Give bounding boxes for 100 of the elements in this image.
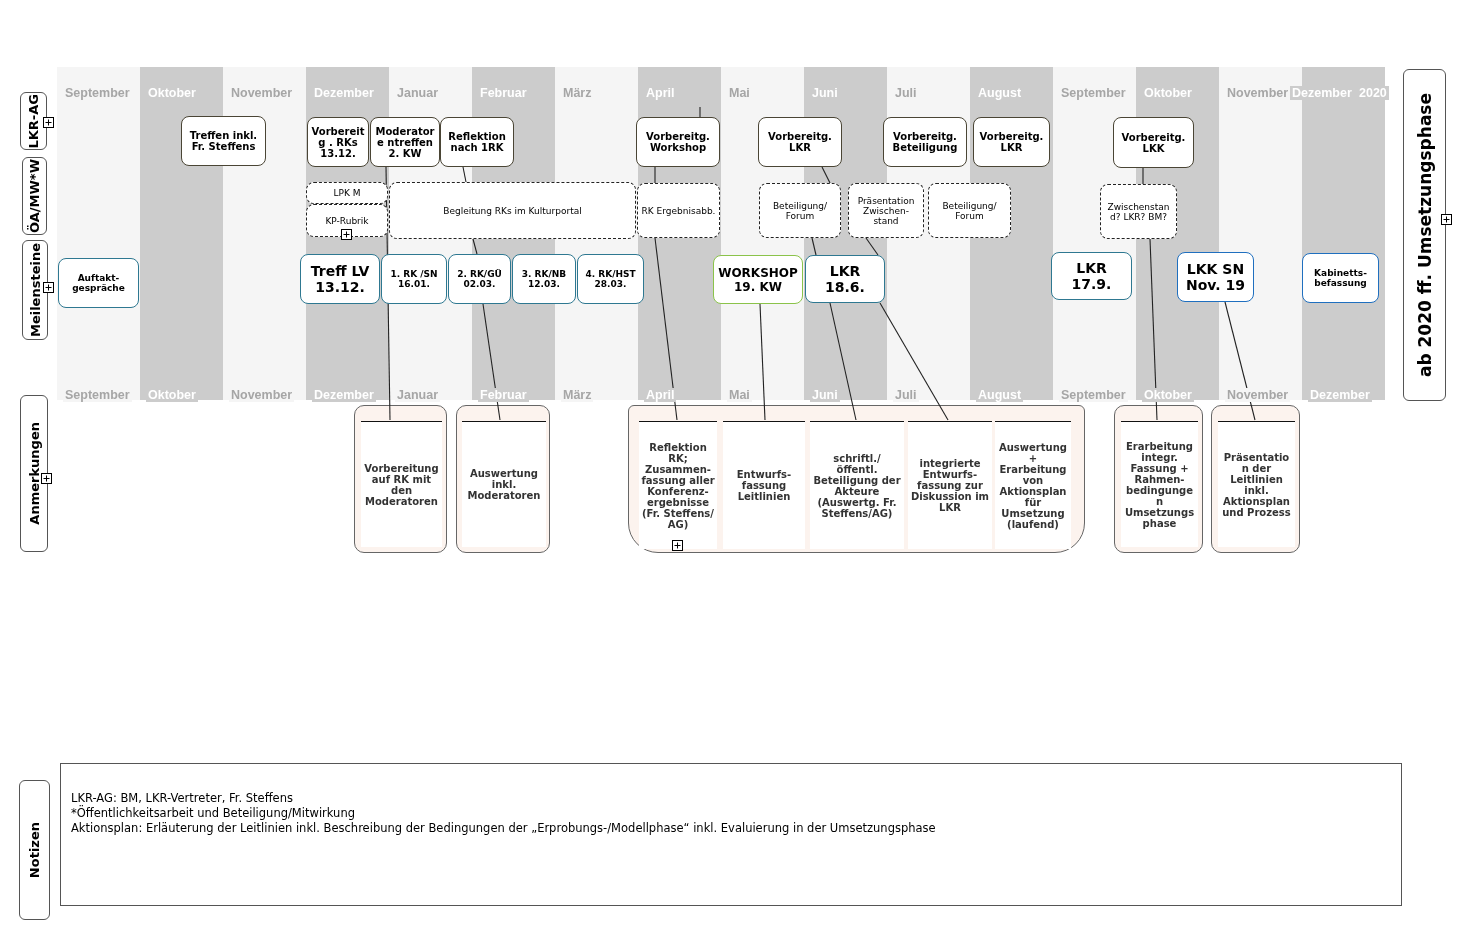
month-label: Juli [893, 86, 919, 100]
row-header [22, 240, 48, 340]
milestone-box [805, 255, 885, 303]
month-label: September [1059, 388, 1128, 402]
milestone-text: 3. RK/NB 12.03. [520, 269, 568, 289]
leader-line [654, 237, 678, 421]
milestone-text: Treff LV 13.12. [309, 263, 371, 295]
milestone-box [1177, 252, 1254, 302]
note-text: Vorbereitung auf RK mit den Moderatoren [363, 462, 440, 507]
leader-line [829, 302, 857, 421]
month-label: Juli [893, 388, 919, 402]
month-label: September [1059, 86, 1128, 100]
dashed-task-box [928, 183, 1011, 238]
leader-line [811, 237, 817, 256]
dashed-task-box [637, 183, 720, 238]
task-text: Reflektion nach 1RK [447, 131, 507, 153]
header-text: ÖA/MW*W [27, 159, 42, 233]
milestone-text: LKR 18.6. [824, 263, 866, 295]
callout-box [628, 405, 1085, 553]
note-text: Aktionsplan: Erläuterung der Leitlinien inkl. Beschreibung der Bedingungen der „Erprobungs-/Modellphase“ inkl. Evaluierung in der Umsetzungsphase [71, 821, 936, 835]
task-text: Treffen inkl. Fr. Steffens [188, 130, 259, 152]
task-text: KP-Rubrik [325, 215, 369, 226]
task-text: Präsentation Zwischen- stand [856, 195, 916, 226]
milestone-text: 1. RK /SN 16.01. [389, 269, 439, 289]
row-header [20, 92, 47, 150]
milestone-text: WORKSHOP 19. KW [717, 265, 799, 294]
notes-box [60, 763, 1402, 906]
note-panel [1121, 421, 1198, 547]
task-text: Vorbereitg . RKs 13.12. [310, 125, 366, 159]
month-label: Januar [395, 86, 440, 100]
task-box [307, 117, 369, 167]
dashed-task-box [1100, 184, 1177, 239]
month-label: November [229, 86, 295, 100]
month-label: Januar [395, 388, 440, 402]
month-label: März [561, 86, 594, 100]
leader-line [821, 166, 831, 184]
task-text: Vorbereitg. Workshop [645, 131, 711, 153]
dashed-task-box [306, 182, 388, 204]
milestone-box [1051, 252, 1132, 300]
task-text: LPK M [333, 188, 361, 198]
month-label: Mai [727, 86, 752, 100]
note-text: Auswertung inkl. Moderatoren [466, 468, 542, 501]
row-header [19, 780, 50, 920]
leader-line [462, 166, 467, 183]
milestone-text: 4. RK/HST 28.03. [584, 269, 637, 289]
leader-line [699, 106, 701, 118]
note-text: Erarbeitung integr. Fassung + Rahmen- bedingunge n Umsetzungs phase [1123, 440, 1196, 529]
milestone-box [300, 254, 380, 304]
note-panel [1218, 421, 1295, 547]
task-text: Beteiligung/ Forum [771, 200, 829, 221]
leader-line [865, 237, 879, 256]
milestone-text: LKK SN Nov. 19 [1185, 261, 1246, 293]
leader-line [385, 166, 391, 421]
dashed-task-box [389, 182, 636, 239]
task-text: Vorbereitg. Beteiligung [891, 131, 959, 153]
milestone-box [1302, 253, 1379, 303]
task-box [370, 117, 440, 167]
note-text: integrierte Entwurfs- fassung zur Diskussion im LKR [910, 458, 990, 513]
month-label: November [1225, 388, 1291, 402]
month-label: September [63, 86, 132, 100]
milestone-text: Kabinetts- befassung [1313, 268, 1368, 288]
header-text: Notizen [27, 821, 42, 879]
callout-box [456, 405, 550, 553]
dashed-task-box [306, 204, 388, 237]
note-text: Auswertung + Erarbeitung von Aktionsplan für Umsetzung (laufend) [998, 441, 1068, 530]
task-text: RK Ergebnisabb. [641, 205, 716, 216]
month-label: November [229, 388, 295, 402]
task-text: Vorbereitg. LKR [978, 131, 1045, 153]
note-panel [995, 421, 1071, 549]
milestone-box [58, 258, 139, 308]
leader-line [472, 238, 478, 255]
note-panel [908, 421, 992, 549]
milestone-box [713, 255, 803, 304]
task-box [181, 116, 266, 166]
callout-box [1114, 405, 1203, 553]
note-panel [723, 421, 805, 549]
task-text: Vorbereitg. LKK [1120, 131, 1187, 154]
leader-line [482, 303, 501, 421]
leader-line [1149, 238, 1158, 421]
task-box [973, 117, 1050, 167]
header-text: Meilensteine [27, 242, 43, 337]
task-box [883, 117, 967, 167]
row-header [20, 395, 48, 552]
task-box [440, 117, 514, 167]
note-panel [361, 421, 442, 547]
milestone-box [577, 254, 644, 304]
callout-box [1211, 405, 1300, 553]
task-box [758, 117, 842, 167]
milestone-text: LKR 17.9. [1070, 260, 1113, 292]
task-text: Moderatore ntreffen 2. KW [374, 125, 436, 159]
row-header [22, 157, 47, 235]
leader-line [654, 166, 656, 184]
leader-line [1142, 167, 1144, 185]
note-panel [639, 421, 717, 549]
note-text: schriftl./ öffentl. Beteiligung der Akteure (Auswertg. Fr. Steffens/AG) [812, 452, 902, 519]
note-text: *Öffentlichkeitsarbeit und Beteiligung/Mitwirkung [71, 806, 355, 820]
milestone-text: Auftakt- gespräche [71, 273, 126, 293]
task-text: Vorbereitg. LKR [767, 131, 833, 153]
leader-line [1224, 301, 1256, 421]
milestone-box [448, 254, 511, 304]
